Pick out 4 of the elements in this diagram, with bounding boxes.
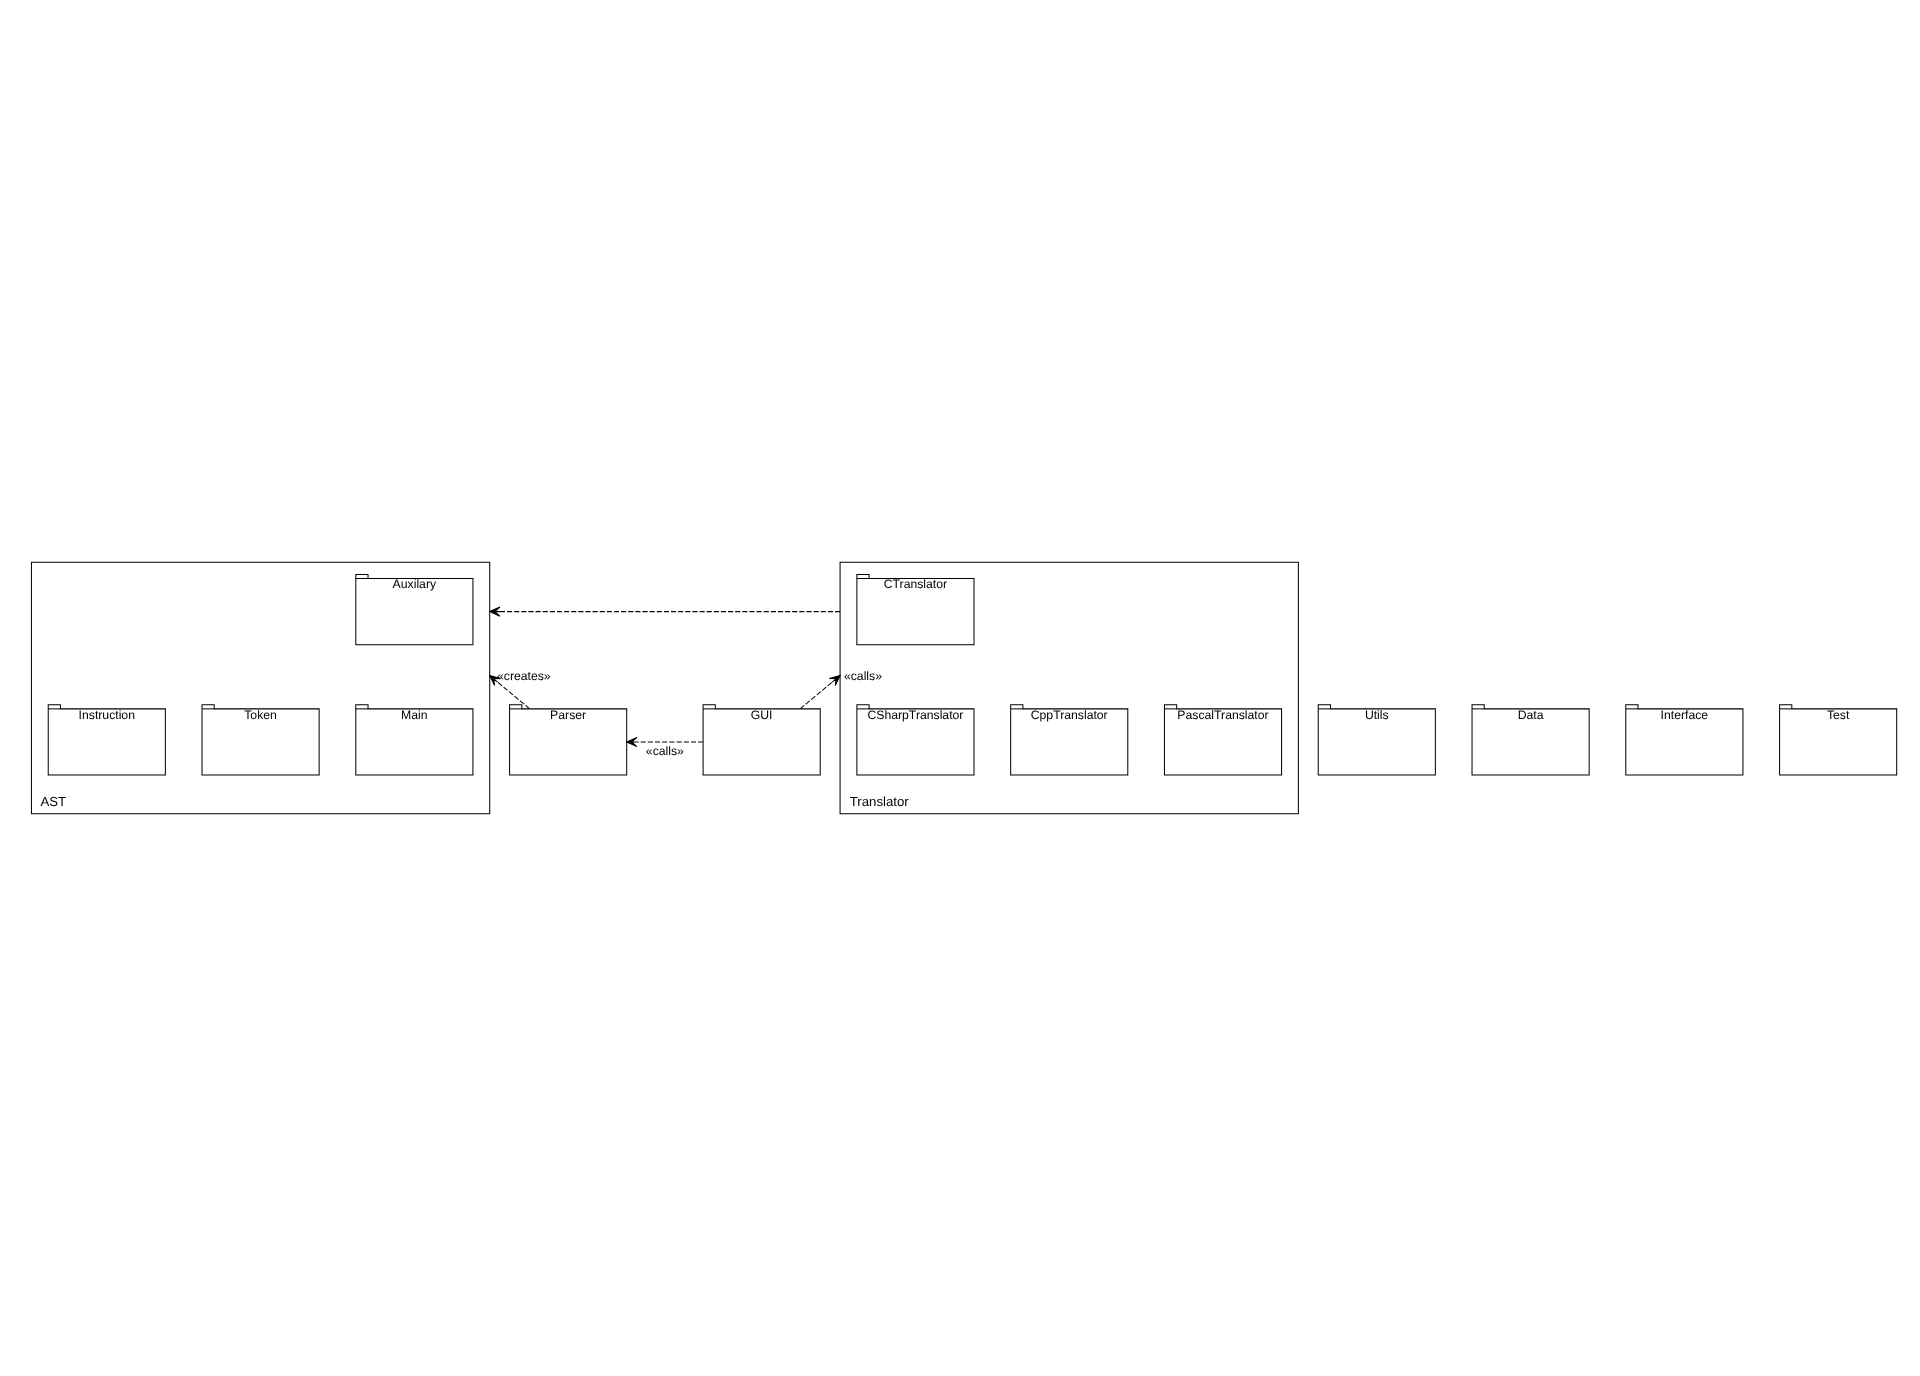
- arrow: [626, 736, 704, 748]
- arrow: [799, 675, 841, 710]
- arrow: [489, 606, 841, 617]
- arrow: [489, 675, 530, 710]
